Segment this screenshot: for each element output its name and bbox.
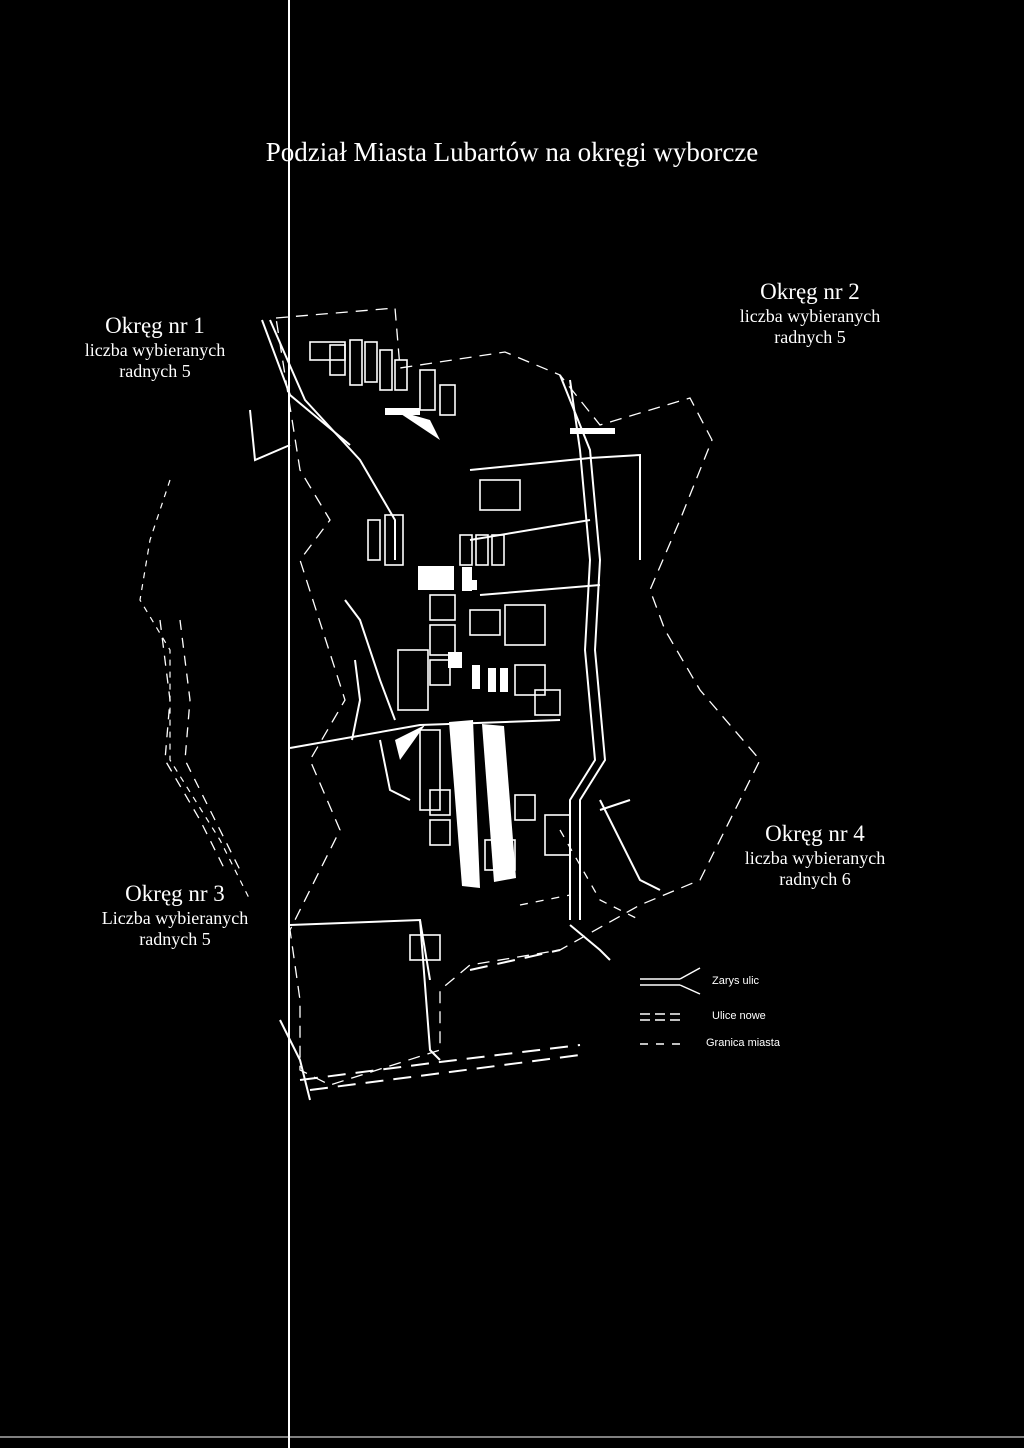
block: [504, 604, 546, 646]
road-se: [599, 799, 661, 891]
block-solid: [465, 580, 477, 590]
road-west-inner-2: [351, 659, 362, 741]
road-west-outer: [249, 409, 291, 462]
road-ring-east: [559, 374, 607, 920]
district-4-line2: radnych 6: [779, 869, 851, 890]
block: [459, 534, 473, 566]
road-east-3: [479, 584, 601, 596]
block-solid: [488, 668, 496, 692]
road-north-west-2: [261, 319, 351, 446]
road-w-south: [379, 739, 411, 801]
road-sw-diag: [279, 1019, 311, 1101]
district-1-line2: radnych 5: [119, 361, 191, 382]
district-2-label: Okręg nr 2 liczba wybieranych radnych 5: [700, 278, 920, 349]
block-solid: [418, 566, 454, 590]
block: [475, 534, 489, 566]
block-solid: [500, 668, 508, 692]
district-3-label: Okręg nr 3 Liczba wybieranych radnych 5: [65, 880, 285, 951]
block-solid: [570, 428, 615, 434]
block: [419, 369, 436, 411]
block: [514, 664, 546, 696]
new-street-east: [519, 829, 641, 921]
district-3-name: Okręg nr 3: [125, 881, 225, 906]
road-south-3: [569, 924, 611, 961]
road-diag-sw: [289, 719, 561, 749]
district-1-label: Okręg nr 1 liczba wybieranych radnych 5: [50, 312, 260, 383]
legend-boundary-label: Granica miasta: [706, 1037, 780, 1049]
district-4-label: Okręg nr 4 liczba wybieranych radnych 6: [705, 820, 925, 891]
district-3-line1: Liczba wybieranych: [101, 907, 249, 928]
block: [439, 384, 456, 416]
block: [397, 649, 429, 711]
road-spur: [599, 799, 631, 811]
district-2-name: Okręg nr 2: [760, 279, 860, 304]
block-solid: [448, 652, 462, 668]
block-solid: [482, 724, 516, 882]
road-west-inner: [344, 599, 396, 721]
road-east-1: [469, 453, 641, 560]
road-ring-east-2: [569, 379, 597, 920]
legend-streets-label: Zarys ulic: [712, 975, 760, 987]
district-3-line2: radnych 5: [139, 929, 211, 950]
block-solid: [462, 567, 472, 591]
new-street-south-east: [469, 949, 561, 971]
district-2-line2: radnych 5: [774, 327, 846, 348]
block: [514, 794, 536, 821]
block: [491, 534, 505, 566]
district-1-name: Okręg nr 1: [105, 313, 205, 338]
block: [379, 349, 393, 391]
block: [349, 339, 363, 386]
district-4-name: Okręg nr 4: [765, 821, 865, 846]
district-1-line1: liczba wybieranych: [84, 339, 226, 360]
legend-symbol-new-streets: [640, 1013, 685, 1021]
block: [544, 814, 571, 856]
block-solid: [395, 410, 440, 440]
river-west: [139, 479, 251, 901]
block: [384, 514, 404, 566]
block-solid: [472, 665, 480, 689]
block: [429, 594, 456, 621]
road-north-west: [269, 319, 396, 560]
legend-symbol-streets: [640, 967, 701, 995]
block: [429, 819, 451, 846]
block: [469, 609, 501, 636]
city-boundary: [275, 307, 761, 1086]
block: [429, 624, 456, 656]
block: [429, 789, 451, 816]
district-2-line1: liczba wybieranych: [739, 305, 881, 326]
block: [429, 659, 451, 686]
road-south-2: [419, 919, 441, 1061]
new-street-south: [299, 1044, 581, 1091]
legend-new-streets-label: Ulice nowe: [712, 1010, 766, 1022]
block-solid: [385, 408, 420, 415]
district-4-line1: liczba wybieranych: [744, 847, 886, 868]
block-solid: [449, 720, 480, 888]
block: [409, 934, 441, 961]
block: [534, 689, 561, 716]
road-east-2: [469, 519, 591, 541]
new-street-west: [159, 619, 241, 871]
block-solid: [395, 725, 425, 760]
map-title: Podział Miasta Lubartów na okręgi wyborc…: [265, 137, 759, 167]
block: [479, 479, 521, 511]
block: [367, 519, 381, 561]
block: [364, 341, 378, 383]
block: [394, 359, 408, 391]
road-south-1: [289, 918, 431, 981]
block: [329, 344, 346, 376]
